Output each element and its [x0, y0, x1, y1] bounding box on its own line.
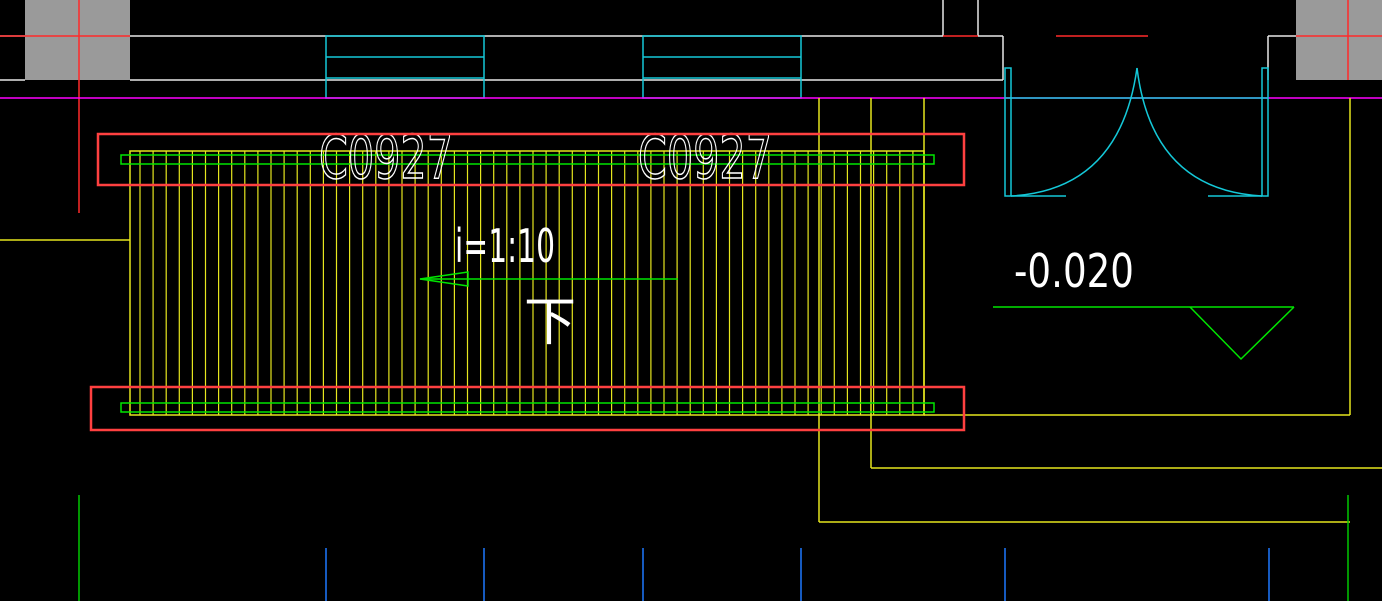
direction-label: 下: [524, 293, 576, 353]
highlight-box-top: [96, 132, 966, 187]
double-door-symbol: [1004, 67, 1269, 197]
column-left: [25, 0, 130, 80]
ramp-border: [129, 150, 925, 416]
slope-arrow: [419, 271, 678, 287]
handrail-top: [120, 154, 935, 165]
window-left: [325, 35, 485, 99]
elevation-marker-symbol: [993, 306, 1295, 361]
column-right: [1296, 0, 1382, 80]
axis-lines-green: [78, 495, 1349, 601]
highlight-box-bottom: [89, 385, 966, 432]
axis-ticks-blue: [325, 548, 1270, 601]
axis-lines-red: [0, 0, 1382, 213]
handrail-bottom: [120, 402, 935, 413]
slope-label: i=1:10: [455, 219, 555, 273]
wall-lines: [0, 0, 1296, 81]
elevation-label: -0.020: [1014, 244, 1134, 298]
ramp-hatching: [139, 151, 914, 415]
